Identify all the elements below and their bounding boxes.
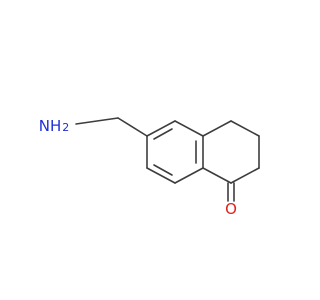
bond-sat-2	[230, 120, 260, 137]
amine-symbol: NH	[39, 117, 62, 135]
bond-ring-1	[146, 120, 176, 137]
bond-ring-4	[174, 167, 204, 184]
oxygen-text: O	[225, 200, 237, 218]
bond-ch2-c6	[117, 117, 148, 137]
amine-text: NH2	[39, 117, 70, 135]
amine-subscript: 2	[62, 121, 69, 134]
oxygen-label: O	[225, 200, 237, 218]
molecule-diagram: NH2 O	[39, 117, 260, 218]
bond-ring-5-inner	[153, 164, 173, 176]
bond-sat-1	[202, 120, 232, 137]
bond-n-ch2	[75, 117, 119, 125]
bond-ring-2	[174, 120, 204, 137]
bond-layer	[75, 117, 260, 202]
bond-ring-5	[146, 167, 176, 184]
bond-sat-4	[230, 167, 260, 184]
bond-ring-1-inner	[153, 128, 173, 140]
bond-sat-5	[202, 167, 232, 184]
amine-label: NH2	[39, 117, 70, 135]
